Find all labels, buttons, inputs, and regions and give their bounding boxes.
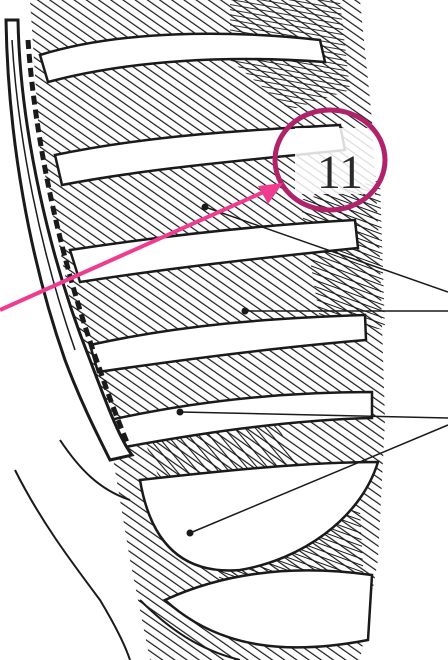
- rib-number-label: 11: [317, 146, 363, 199]
